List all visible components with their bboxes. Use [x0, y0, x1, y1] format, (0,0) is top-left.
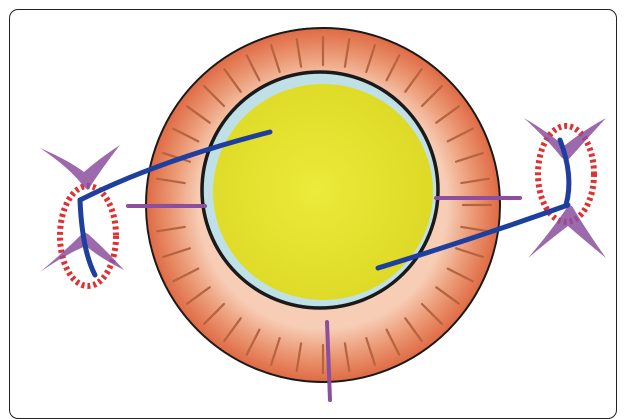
right-cell [524, 118, 606, 258]
schematic-illustration [0, 0, 627, 408]
core-disc [213, 84, 433, 300]
left-cell [40, 145, 124, 286]
